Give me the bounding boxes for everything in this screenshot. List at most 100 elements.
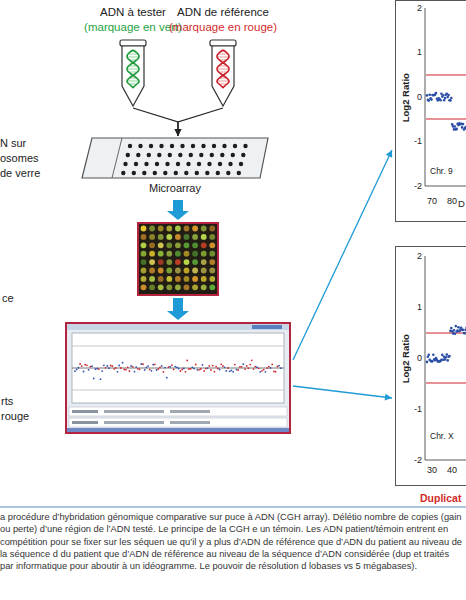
array-spot <box>210 153 214 157</box>
data-point <box>271 364 273 366</box>
data-point <box>462 328 465 331</box>
array-spot <box>199 153 203 157</box>
data-point <box>442 94 445 97</box>
fluorescent-spot <box>141 251 147 257</box>
data-point <box>464 126 466 129</box>
data-point <box>203 370 205 372</box>
screen-info-row <box>69 407 287 416</box>
data-point <box>426 94 429 97</box>
data-point <box>270 367 272 369</box>
connector-arrow <box>293 386 392 401</box>
axis-tick-label: -2 <box>406 181 422 192</box>
data-point <box>161 365 163 367</box>
data-point <box>215 366 217 368</box>
array-spot <box>168 153 172 157</box>
helix-strand <box>127 50 139 88</box>
data-point <box>266 367 268 369</box>
axis-tick-label: 1 <box>406 302 422 313</box>
fluorescent-spot <box>166 242 172 248</box>
data-point <box>242 363 244 365</box>
label-color-note: (marquage en rouge) <box>168 21 278 35</box>
axis-tick-label: 80 <box>442 196 462 207</box>
connector-arrow <box>133 108 182 136</box>
step-label: ce <box>2 292 14 305</box>
data-point <box>428 93 431 96</box>
data-point <box>449 99 452 102</box>
data-point <box>144 369 146 371</box>
data-point <box>78 367 80 369</box>
fluorescent-spot <box>209 226 215 232</box>
data-point <box>465 128 466 131</box>
array-spot <box>123 162 127 166</box>
fluorescent-spot <box>158 259 164 265</box>
data-point <box>156 369 158 371</box>
fluorescent-spot <box>158 284 164 290</box>
data-point <box>151 370 153 372</box>
data-point <box>239 366 241 368</box>
fluorescent-spot <box>166 284 172 290</box>
connector-line <box>178 108 223 136</box>
connector-arrow <box>167 200 189 220</box>
fluorescent-spot <box>209 268 215 274</box>
fluorescent-spot <box>201 251 207 257</box>
array-spot <box>147 153 151 157</box>
array-spot <box>239 162 243 166</box>
data-point <box>232 371 234 373</box>
data-point <box>208 365 210 367</box>
fluorescent-spot <box>201 268 207 274</box>
fluorescent-spot <box>201 284 207 290</box>
fluorescent-spot <box>192 276 198 282</box>
fluorescent-spot <box>201 276 207 282</box>
data-point <box>261 370 263 372</box>
separator-rule <box>0 507 466 508</box>
fluorescent-spot <box>175 226 181 232</box>
data-point <box>135 366 137 368</box>
helix-rung <box>127 81 139 82</box>
data-point <box>220 363 222 365</box>
data-point <box>248 367 250 369</box>
fluorescent-spot <box>201 242 207 248</box>
data-point <box>154 363 156 365</box>
data-point <box>251 359 253 361</box>
data-point <box>446 353 449 356</box>
screen-info-bar <box>170 421 210 424</box>
data-point <box>166 377 168 379</box>
fluorescent-spot <box>209 242 215 248</box>
fluorescence-spots <box>141 226 216 291</box>
fluorescent-spot <box>201 226 207 232</box>
fluorescent-spot <box>166 259 172 265</box>
screen-info-bar <box>104 421 164 424</box>
fluorescent-spot <box>192 259 198 265</box>
fluorescent-spot <box>192 284 198 290</box>
dna-helix <box>127 50 229 88</box>
data-point <box>224 366 226 368</box>
axis-title: Log2 Ratio <box>400 314 411 404</box>
fluorescent-spot <box>192 242 198 248</box>
fluorescent-spot <box>192 234 198 240</box>
fluorescent-spot <box>149 268 155 274</box>
screen-status-bar <box>67 428 289 432</box>
fluorescent-spot <box>149 284 155 290</box>
data-point <box>222 365 224 367</box>
array-spot <box>226 171 230 175</box>
screen-info-bar <box>170 410 210 413</box>
connector-arrow <box>293 150 392 360</box>
ratio-plot: Log2 RatioChr. XDuplicat <box>395 246 466 486</box>
fluorescent-spot <box>149 259 155 265</box>
array-spot <box>186 162 190 166</box>
data-point <box>432 353 435 356</box>
array-spot <box>149 144 153 148</box>
axis-tick-label: 2 <box>406 3 422 14</box>
axis-tick-label: -2 <box>406 455 422 466</box>
data-point <box>231 370 233 372</box>
data-point <box>426 361 429 364</box>
data-point <box>263 369 265 371</box>
log-ratio-points <box>426 325 466 363</box>
data-point <box>455 128 458 131</box>
data-point <box>465 326 466 329</box>
helix-strand <box>217 50 229 88</box>
data-point <box>463 332 466 335</box>
data-point <box>454 125 457 128</box>
fluorescent-spot <box>141 242 147 248</box>
array-spot <box>142 171 146 175</box>
